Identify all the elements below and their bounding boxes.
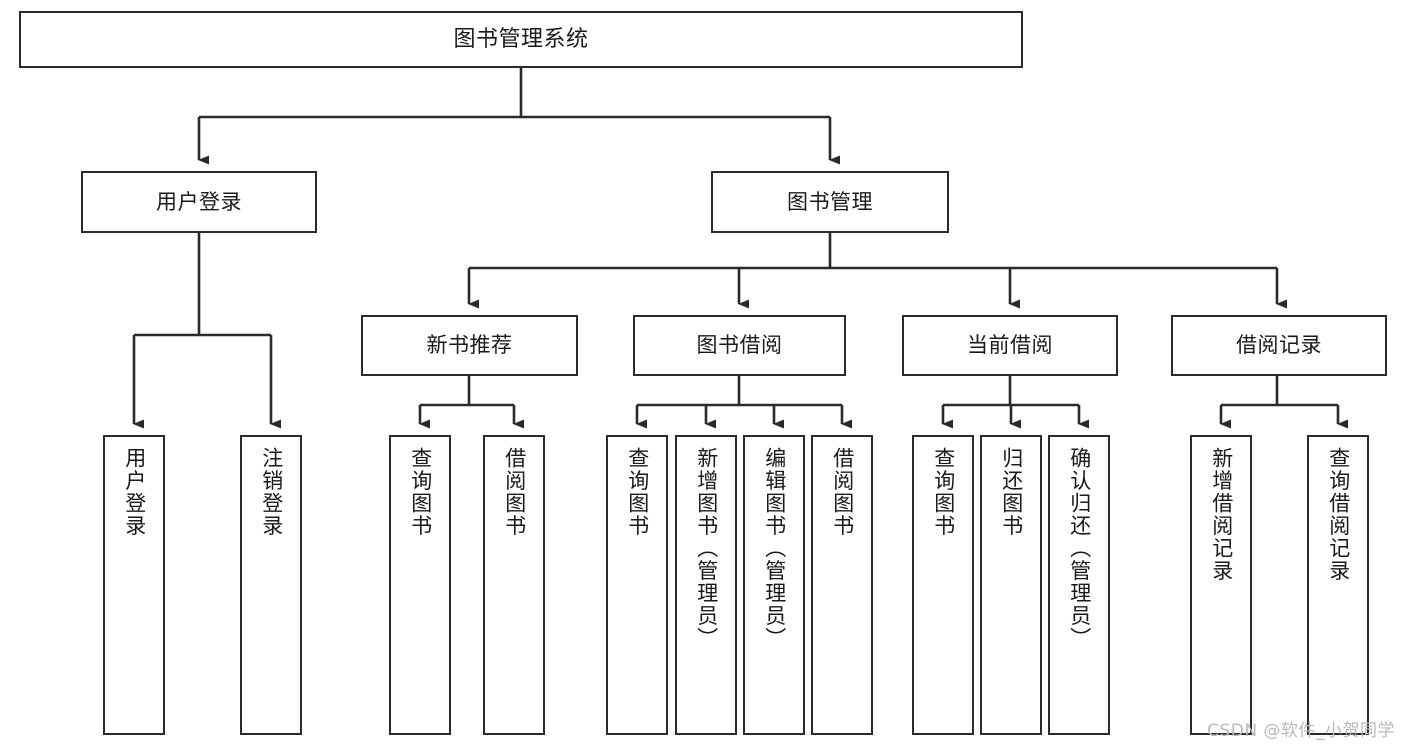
- node-label: 查询图书: [408, 447, 433, 537]
- node-leaf-borrow-book-2[interactable]: 借阅图书: [811, 435, 873, 735]
- node-borrow-record[interactable]: 借阅记录: [1171, 315, 1387, 376]
- node-leaf-add-book-admin[interactable]: 新增图书（管理员）: [675, 435, 737, 735]
- node-leaf-user-logout[interactable]: 注销登录: [240, 435, 302, 735]
- node-label: 新增借阅记录: [1209, 447, 1234, 582]
- node-label: 借阅图书: [830, 447, 855, 537]
- node-label: 用户登录: [156, 189, 242, 214]
- watermark-text: CSDN @软件_小贺同学: [1207, 721, 1395, 741]
- node-leaf-add-borrow-record[interactable]: 新增借阅记录: [1190, 435, 1252, 735]
- node-label: 图书管理系统: [453, 26, 589, 52]
- node-label: 确认归还（管理员）: [1067, 447, 1092, 650]
- node-label: 借阅记录: [1236, 333, 1322, 358]
- node-leaf-query-book-1[interactable]: 查询图书: [389, 435, 451, 735]
- node-leaf-confirm-return-admin[interactable]: 确认归还（管理员）: [1048, 435, 1110, 735]
- node-leaf-edit-book-admin[interactable]: 编辑图书（管理员）: [743, 435, 805, 735]
- node-user-login[interactable]: 用户登录: [81, 171, 317, 233]
- node-leaf-borrow-book-1[interactable]: 借阅图书: [483, 435, 545, 735]
- node-label: 归还图书: [999, 447, 1024, 537]
- node-label: 新书推荐: [426, 333, 513, 358]
- node-label: 查询借阅记录: [1326, 447, 1351, 582]
- node-new-book-recommend[interactable]: 新书推荐: [361, 315, 578, 376]
- node-label: 当前借阅: [967, 333, 1053, 358]
- node-book-management[interactable]: 图书管理: [711, 171, 949, 233]
- node-leaf-return-book[interactable]: 归还图书: [980, 435, 1042, 735]
- node-label: 编辑图书（管理员）: [762, 447, 787, 650]
- node-current-borrow[interactable]: 当前借阅: [902, 315, 1118, 376]
- node-leaf-query-book-3[interactable]: 查询图书: [912, 435, 974, 735]
- node-label: 新增图书（管理员）: [694, 447, 719, 650]
- node-leaf-query-borrow-record[interactable]: 查询借阅记录: [1307, 435, 1369, 735]
- node-label: 查询图书: [931, 447, 956, 537]
- node-label: 借阅图书: [502, 447, 527, 537]
- node-book-borrow[interactable]: 图书借阅: [633, 315, 846, 376]
- node-label: 用户登录: [122, 447, 147, 537]
- node-leaf-query-book-2[interactable]: 查询图书: [606, 435, 668, 735]
- node-label: 注销登录: [259, 447, 284, 537]
- node-leaf-user-login[interactable]: 用户登录: [103, 435, 165, 735]
- node-label: 图书借阅: [696, 333, 783, 358]
- node-root-system[interactable]: 图书管理系统: [19, 11, 1023, 68]
- node-label: 图书管理: [787, 189, 873, 214]
- node-label: 查询图书: [625, 447, 650, 537]
